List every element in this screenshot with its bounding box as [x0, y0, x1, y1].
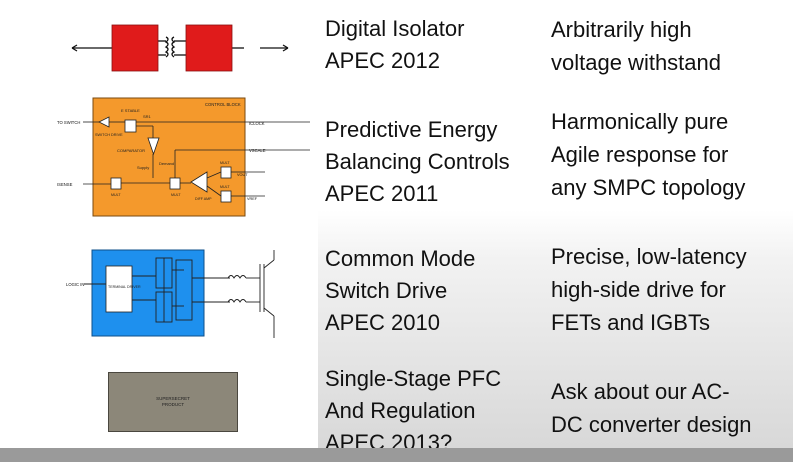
common-mode-drive-diagram: TERMINAL DRIVER LOGIC IN	[66, 249, 275, 338]
mult-box-d	[220, 190, 232, 203]
to-switch-label: TO SWITCH	[57, 120, 80, 125]
mult-box-c	[220, 166, 232, 179]
row3-benefit: Precise, low-latency high-side drive for…	[551, 240, 747, 339]
diff-amp-label: DIFF AMP	[195, 197, 212, 201]
pfc-product-label: SUPERSECRET PRODUCT	[156, 396, 190, 407]
mult-label-a: MULT	[111, 193, 121, 197]
row1-name-line1: Digital Isolator	[325, 16, 465, 41]
row1-benefit: Arbitrarily high voltage withstand	[551, 13, 721, 79]
row4-name: Single-Stage PFC And Regulation APEC 201…	[325, 363, 501, 459]
predictive-energy-diagram: CONTROL BLOCK E STABLE SR1 SWITCH DRIVE …	[57, 97, 310, 217]
vscale-label: VSCALE	[249, 148, 266, 153]
row1-benefit-line1: Arbitrarily high	[551, 17, 692, 42]
isense-label: ISENSE	[57, 182, 73, 187]
diff-amp-triangle	[190, 171, 208, 193]
demand-label: Demand	[159, 161, 174, 166]
row4-name-line2: And Regulation	[325, 398, 476, 423]
row2-name-line3: APEC 2011	[325, 181, 439, 206]
comparator-label: COMPARATOR	[117, 148, 145, 153]
row2-benefit-line3: any SMPC topology	[551, 175, 746, 200]
sr1-label: SR1	[143, 114, 152, 119]
row4-benefit: Ask about our AC- DC converter design	[551, 375, 752, 441]
row3-name-line1: Common Mode	[325, 246, 476, 271]
row1-name-line2: APEC 2012	[325, 48, 440, 73]
vref-label: VREF	[247, 197, 258, 201]
row3-name: Common Mode Switch Drive APEC 2010	[325, 243, 475, 339]
pfc-product-block: SUPERSECRET PRODUCT	[108, 372, 238, 432]
row3-name-line2: Switch Drive	[325, 278, 448, 303]
digital-isolator-diagram	[71, 24, 289, 72]
mult-label-d: MULT	[220, 185, 230, 189]
row2-name-line1: Predictive Energy	[325, 117, 498, 142]
row3-name-line3: APEC 2010	[325, 310, 440, 335]
isolator-left-block	[111, 24, 159, 72]
row2-benefit: Harmonically pure Agile response for any…	[551, 105, 745, 204]
row4-benefit-line2: DC converter design	[551, 412, 752, 437]
comparator-triangle	[147, 137, 160, 156]
row4-name-line1: Single-Stage PFC	[325, 366, 502, 391]
mult-box-a	[110, 177, 122, 190]
bottom-bar	[0, 448, 793, 462]
isolator-right-block	[185, 24, 233, 72]
control-block-label: CONTROL BLOCK	[205, 102, 241, 107]
row2-name: Predictive Energy Balancing Controls APE…	[325, 114, 510, 210]
row1-name: Digital Isolator APEC 2012	[325, 13, 464, 77]
terminal-driver-box	[105, 265, 133, 313]
row3-benefit-line3: FETs and IGBTs	[551, 310, 710, 335]
logic-in-label: LOGIC IN	[66, 282, 84, 287]
row2-benefit-line1: Harmonically pure	[551, 109, 729, 134]
latch-box	[124, 119, 137, 133]
mult-label-c: MULT	[220, 161, 230, 165]
vout-label: VOUT	[237, 173, 248, 177]
row2-benefit-line2: Agile response for	[551, 142, 729, 167]
mult-label-b: MULT	[171, 193, 181, 197]
switch-drive-label: SWITCH DRIVE	[95, 133, 123, 137]
iclock-label: ICLOCK	[249, 121, 265, 126]
row3-benefit-line1: Precise, low-latency	[551, 244, 747, 269]
row3-benefit-line2: high-side drive for	[551, 277, 726, 302]
mult-box-b	[169, 177, 181, 190]
terminal-driver-label: TERMINAL DRIVER	[108, 285, 141, 289]
row1-benefit-line2: voltage withstand	[551, 50, 721, 75]
control-block-box	[92, 97, 246, 217]
row4-benefit-line1: Ask about our AC-	[551, 379, 730, 404]
row2-name-line2: Balancing Controls	[325, 149, 510, 174]
supply-label: Supply	[137, 165, 149, 170]
e-stable-label: E STABLE	[121, 108, 140, 113]
